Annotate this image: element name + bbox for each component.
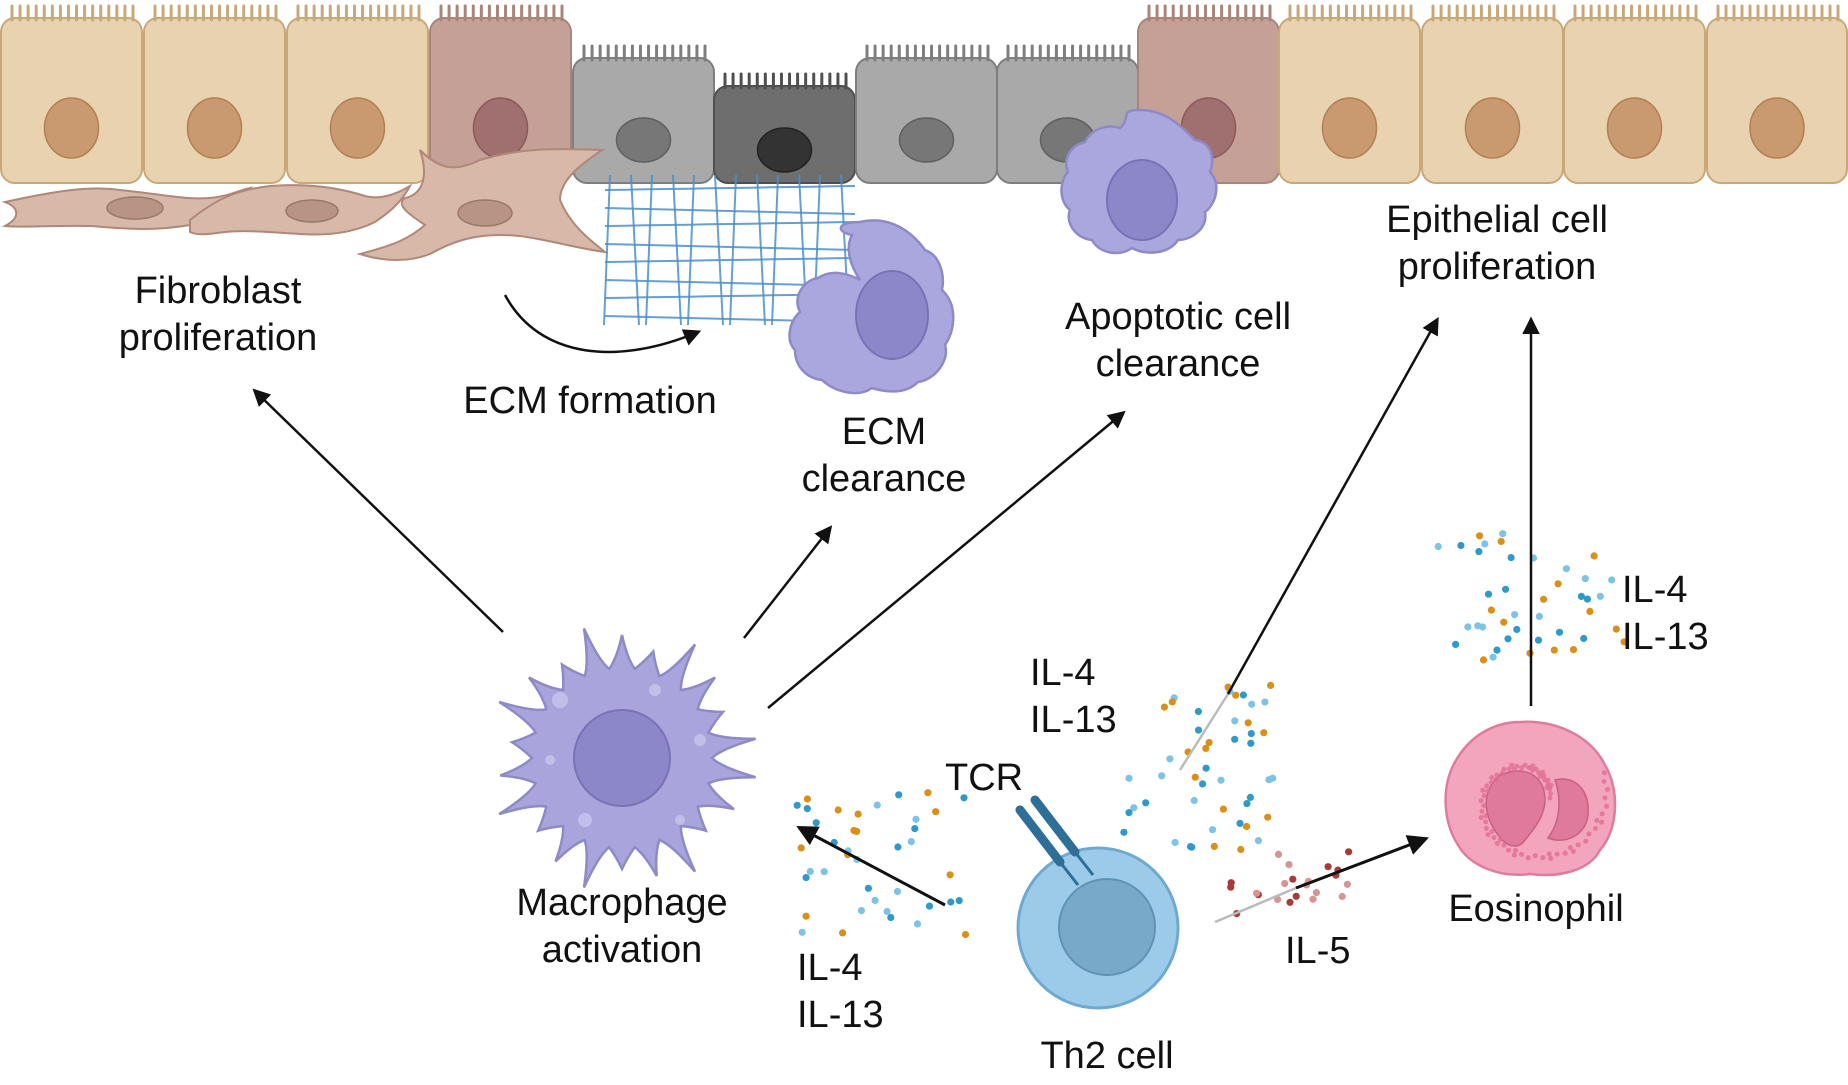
macrophage-activation-label: Macrophage activation [516, 880, 727, 974]
il4-right-label: IL-4 [1622, 569, 1688, 611]
activated-macrophage [498, 627, 756, 889]
arrows [252, 316, 1540, 907]
epithelial-cell [429, 4, 572, 184]
tcr-label: TCR [945, 757, 1024, 799]
il4-left-label: IL-4 [797, 947, 863, 989]
il13-right-label: IL-13 [1622, 616, 1709, 658]
il5-label: IL-5 [1285, 930, 1351, 972]
epithelial-cell [572, 44, 715, 184]
il4-mid-label: IL-4 [1030, 652, 1096, 694]
th2-cell [1016, 846, 1180, 1010]
epithelial-cell-layer [0, 4, 1848, 184]
apoptotic-clearance-label: Apoptotic cell clearance [1065, 294, 1291, 388]
il13-mid-label: IL-13 [1030, 699, 1117, 741]
fibroblast-label-line1: Fibroblast [134, 270, 302, 312]
tcr-receptor [1015, 795, 1095, 886]
fibroblast-nucleus [457, 199, 513, 227]
fibroblast-nucleus [106, 196, 164, 220]
il-left-label: IL-4 IL-13 [797, 945, 884, 1039]
epithelial-cell [713, 72, 856, 184]
ecm-clearance-label-line2: clearance [801, 458, 967, 500]
macrophage-label-line1: Macrophage [516, 882, 728, 924]
apoptotic-label-line2: clearance [1095, 343, 1261, 385]
epithelial-cell [1706, 4, 1848, 184]
ecm-formation-label: ECM formation [463, 380, 717, 422]
ecm-clearance-label: ECM clearance [802, 409, 967, 503]
macrophage-label-line2: activation [541, 929, 703, 971]
il13-left-label: IL-13 [797, 994, 884, 1036]
epithelial-cell [1563, 4, 1706, 184]
macrophage-apoptotic [1060, 108, 1218, 255]
eosinophil-cell [1444, 720, 1617, 877]
il-mid-label: IL-4 IL-13 [1030, 650, 1117, 744]
ecm-formation-arrow [503, 294, 702, 354]
epithelial-cell [996, 44, 1139, 184]
ecm-clearance-label-line1: ECM [841, 411, 927, 453]
epithelial-label-line2: proliferation [1397, 246, 1597, 288]
macrophage-ecm [788, 219, 955, 395]
epithelial-cell [1421, 4, 1564, 184]
epithelial-cell [143, 4, 286, 184]
epithelial-label-line1: Epithelial cell [1386, 199, 1608, 241]
il-right-label: IL-4 IL-13 [1622, 567, 1709, 661]
fibroblast-label-line2: proliferation [118, 317, 318, 359]
epithelial-cell [0, 4, 143, 184]
fibroblast-label: Fibroblast proliferation [119, 268, 318, 362]
fibroblast-nucleus [285, 199, 339, 223]
epithelial-cell [1278, 4, 1421, 184]
fibroblasts [1, 148, 609, 261]
apoptotic-label-line1: Apoptotic cell [1064, 296, 1292, 338]
epithelial-proliferation-label: Epithelial cell proliferation [1386, 197, 1608, 291]
eosinophil-label: Eosinophil [1448, 888, 1624, 930]
epithelial-cell [286, 4, 429, 184]
epithelial-cell [855, 44, 998, 184]
th2-cell-label: Th2 cell [1040, 1035, 1174, 1077]
